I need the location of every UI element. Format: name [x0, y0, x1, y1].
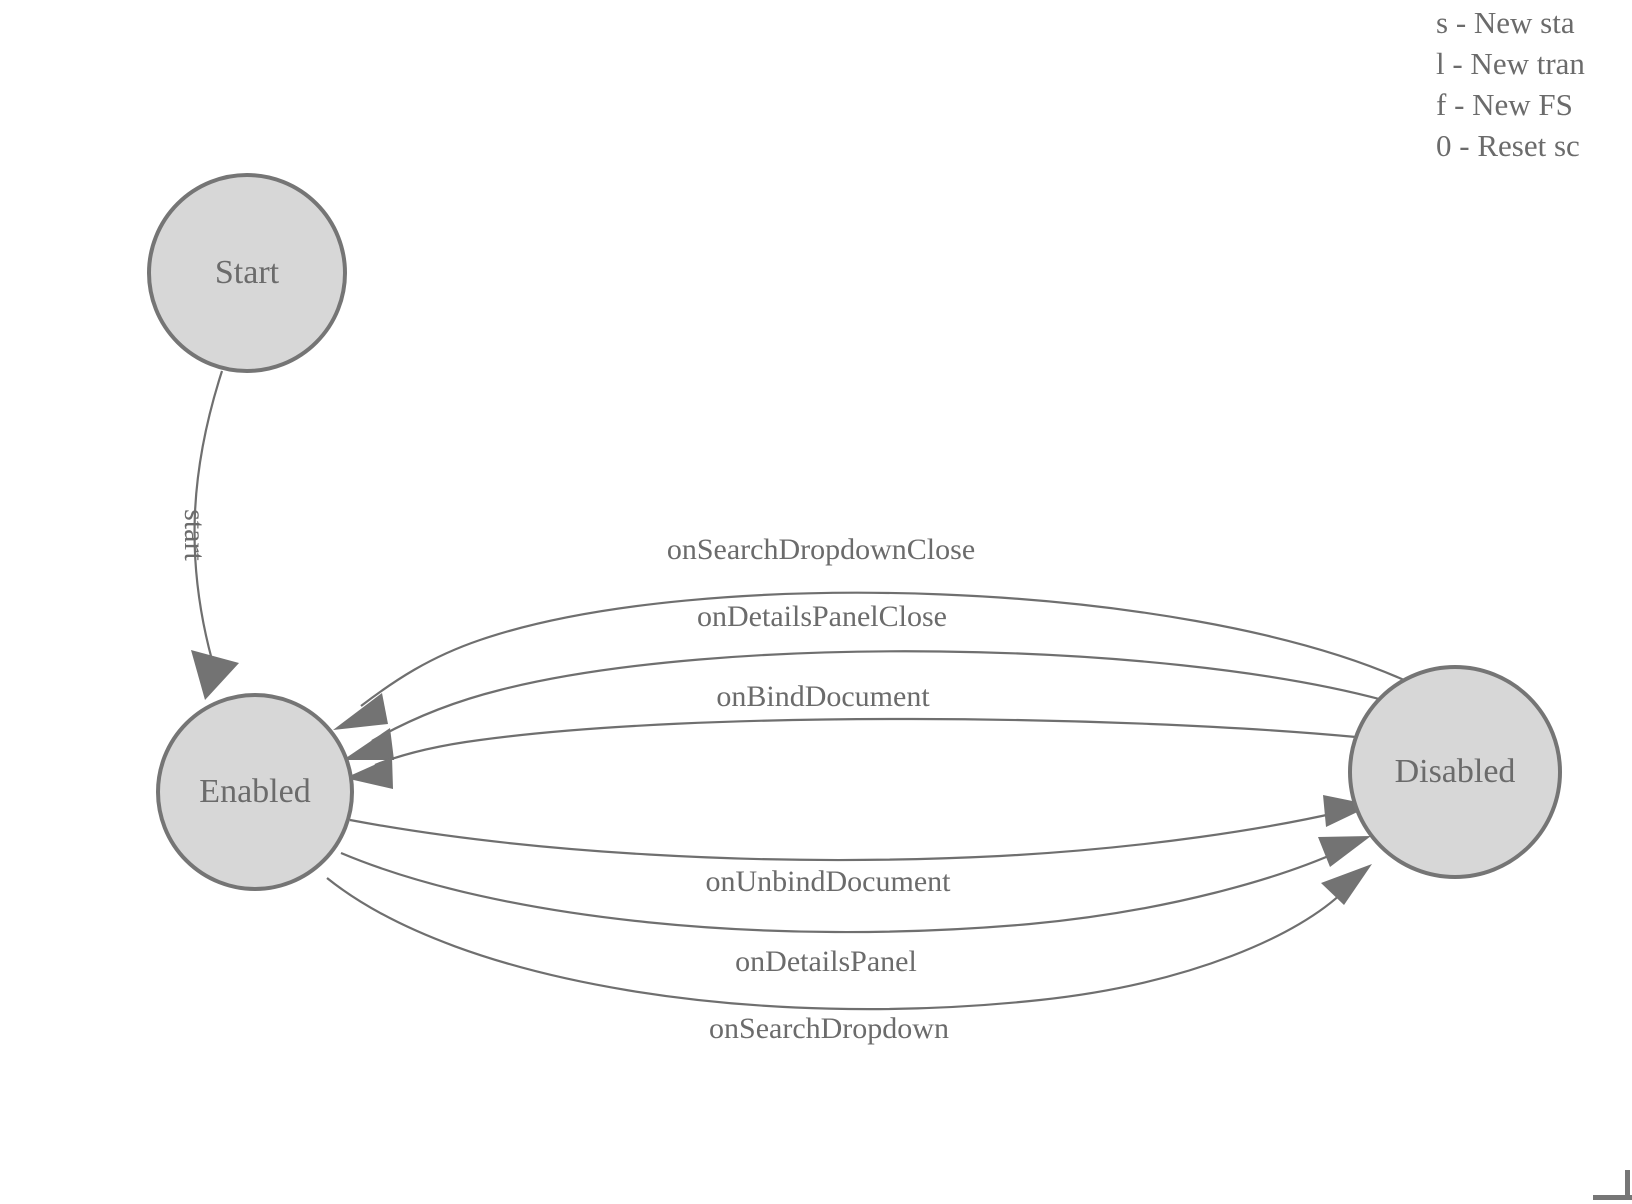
- edge-enabled-to-disabled-onsearchdropdown[interactable]: [326, 864, 1372, 1011]
- edge-label-ondetailspanel: onDetailsPanel: [735, 945, 917, 978]
- arrowhead-ondetailspanelclose: [343, 728, 394, 760]
- edge-start-to-enabled[interactable]: [191, 370, 239, 700]
- state-label-start: Start: [215, 254, 280, 291]
- node-start[interactable]: Start: [147, 173, 347, 373]
- arrowhead-onsearchdropdown: [1321, 864, 1372, 905]
- arrowhead-start-to-enabled: [191, 650, 239, 700]
- legend-line-reset: 0 - Reset sc: [1436, 128, 1580, 163]
- keyboard-shortcuts-legend: s - New sta l - New tran f - New FS 0 - …: [1427, 0, 1632, 166]
- edge-path-onunbinddocument: [349, 810, 1341, 862]
- corner-marker: [1550, 1168, 1632, 1204]
- legend-line-new-state: s - New sta: [1436, 5, 1575, 40]
- edge-path-onbinddocument: [374, 717, 1357, 767]
- legend-line-new-transition: l - New tran: [1436, 46, 1585, 81]
- edge-path-ondetailspanelclose: [371, 650, 1384, 742]
- node-enabled[interactable]: Enabled: [156, 693, 354, 891]
- edge-label-start: start: [178, 509, 211, 561]
- edge-label-ondetailspanelclose: onDetailsPanelClose: [697, 600, 947, 633]
- edge-disabled-to-enabled-onbinddocument[interactable]: [345, 717, 1357, 789]
- edge-path-onsearchdropdownclose: [360, 591, 1405, 707]
- state-circle-enabled: [156, 693, 354, 891]
- arrowhead-onbinddocument: [345, 757, 393, 789]
- corner-marker-horizontal-bar: [1593, 1195, 1632, 1200]
- edge-label-onsearchdropdown: onSearchDropdown: [709, 1012, 949, 1045]
- state-circle-start: [147, 173, 347, 373]
- edge-path-onsearchdropdown: [326, 877, 1346, 1011]
- edge-path-start: [193, 370, 224, 661]
- edge-label-onsearchdropdownclose: onSearchDropdownClose: [667, 533, 975, 566]
- node-disabled[interactable]: Disabled: [1348, 665, 1562, 879]
- edge-path-ondetailspanel: [340, 849, 1341, 934]
- state-label-disabled: Disabled: [1395, 753, 1516, 790]
- arrowhead-ondetailspanel: [1318, 836, 1371, 867]
- legend-line-new-fsm: f - New FS: [1436, 87, 1573, 122]
- arrowhead-onsearchdropdownclose: [333, 693, 388, 730]
- corner-marker-vertical-bar: [1625, 1170, 1630, 1200]
- edge-enabled-to-disabled-ondetailspanel[interactable]: [340, 836, 1371, 934]
- edge-disabled-to-enabled-ondetailspanelclose[interactable]: [343, 650, 1384, 760]
- edge-disabled-to-enabled-onsearchdropdownclose[interactable]: [333, 591, 1405, 730]
- state-circle-disabled: [1348, 665, 1562, 879]
- state-label-enabled: Enabled: [199, 773, 310, 810]
- edge-label-onbinddocument: onBindDocument: [716, 680, 930, 713]
- edge-label-onunbinddocument: onUnbindDocument: [706, 865, 952, 898]
- edge-enabled-to-disabled-onunbinddocument[interactable]: [349, 795, 1372, 862]
